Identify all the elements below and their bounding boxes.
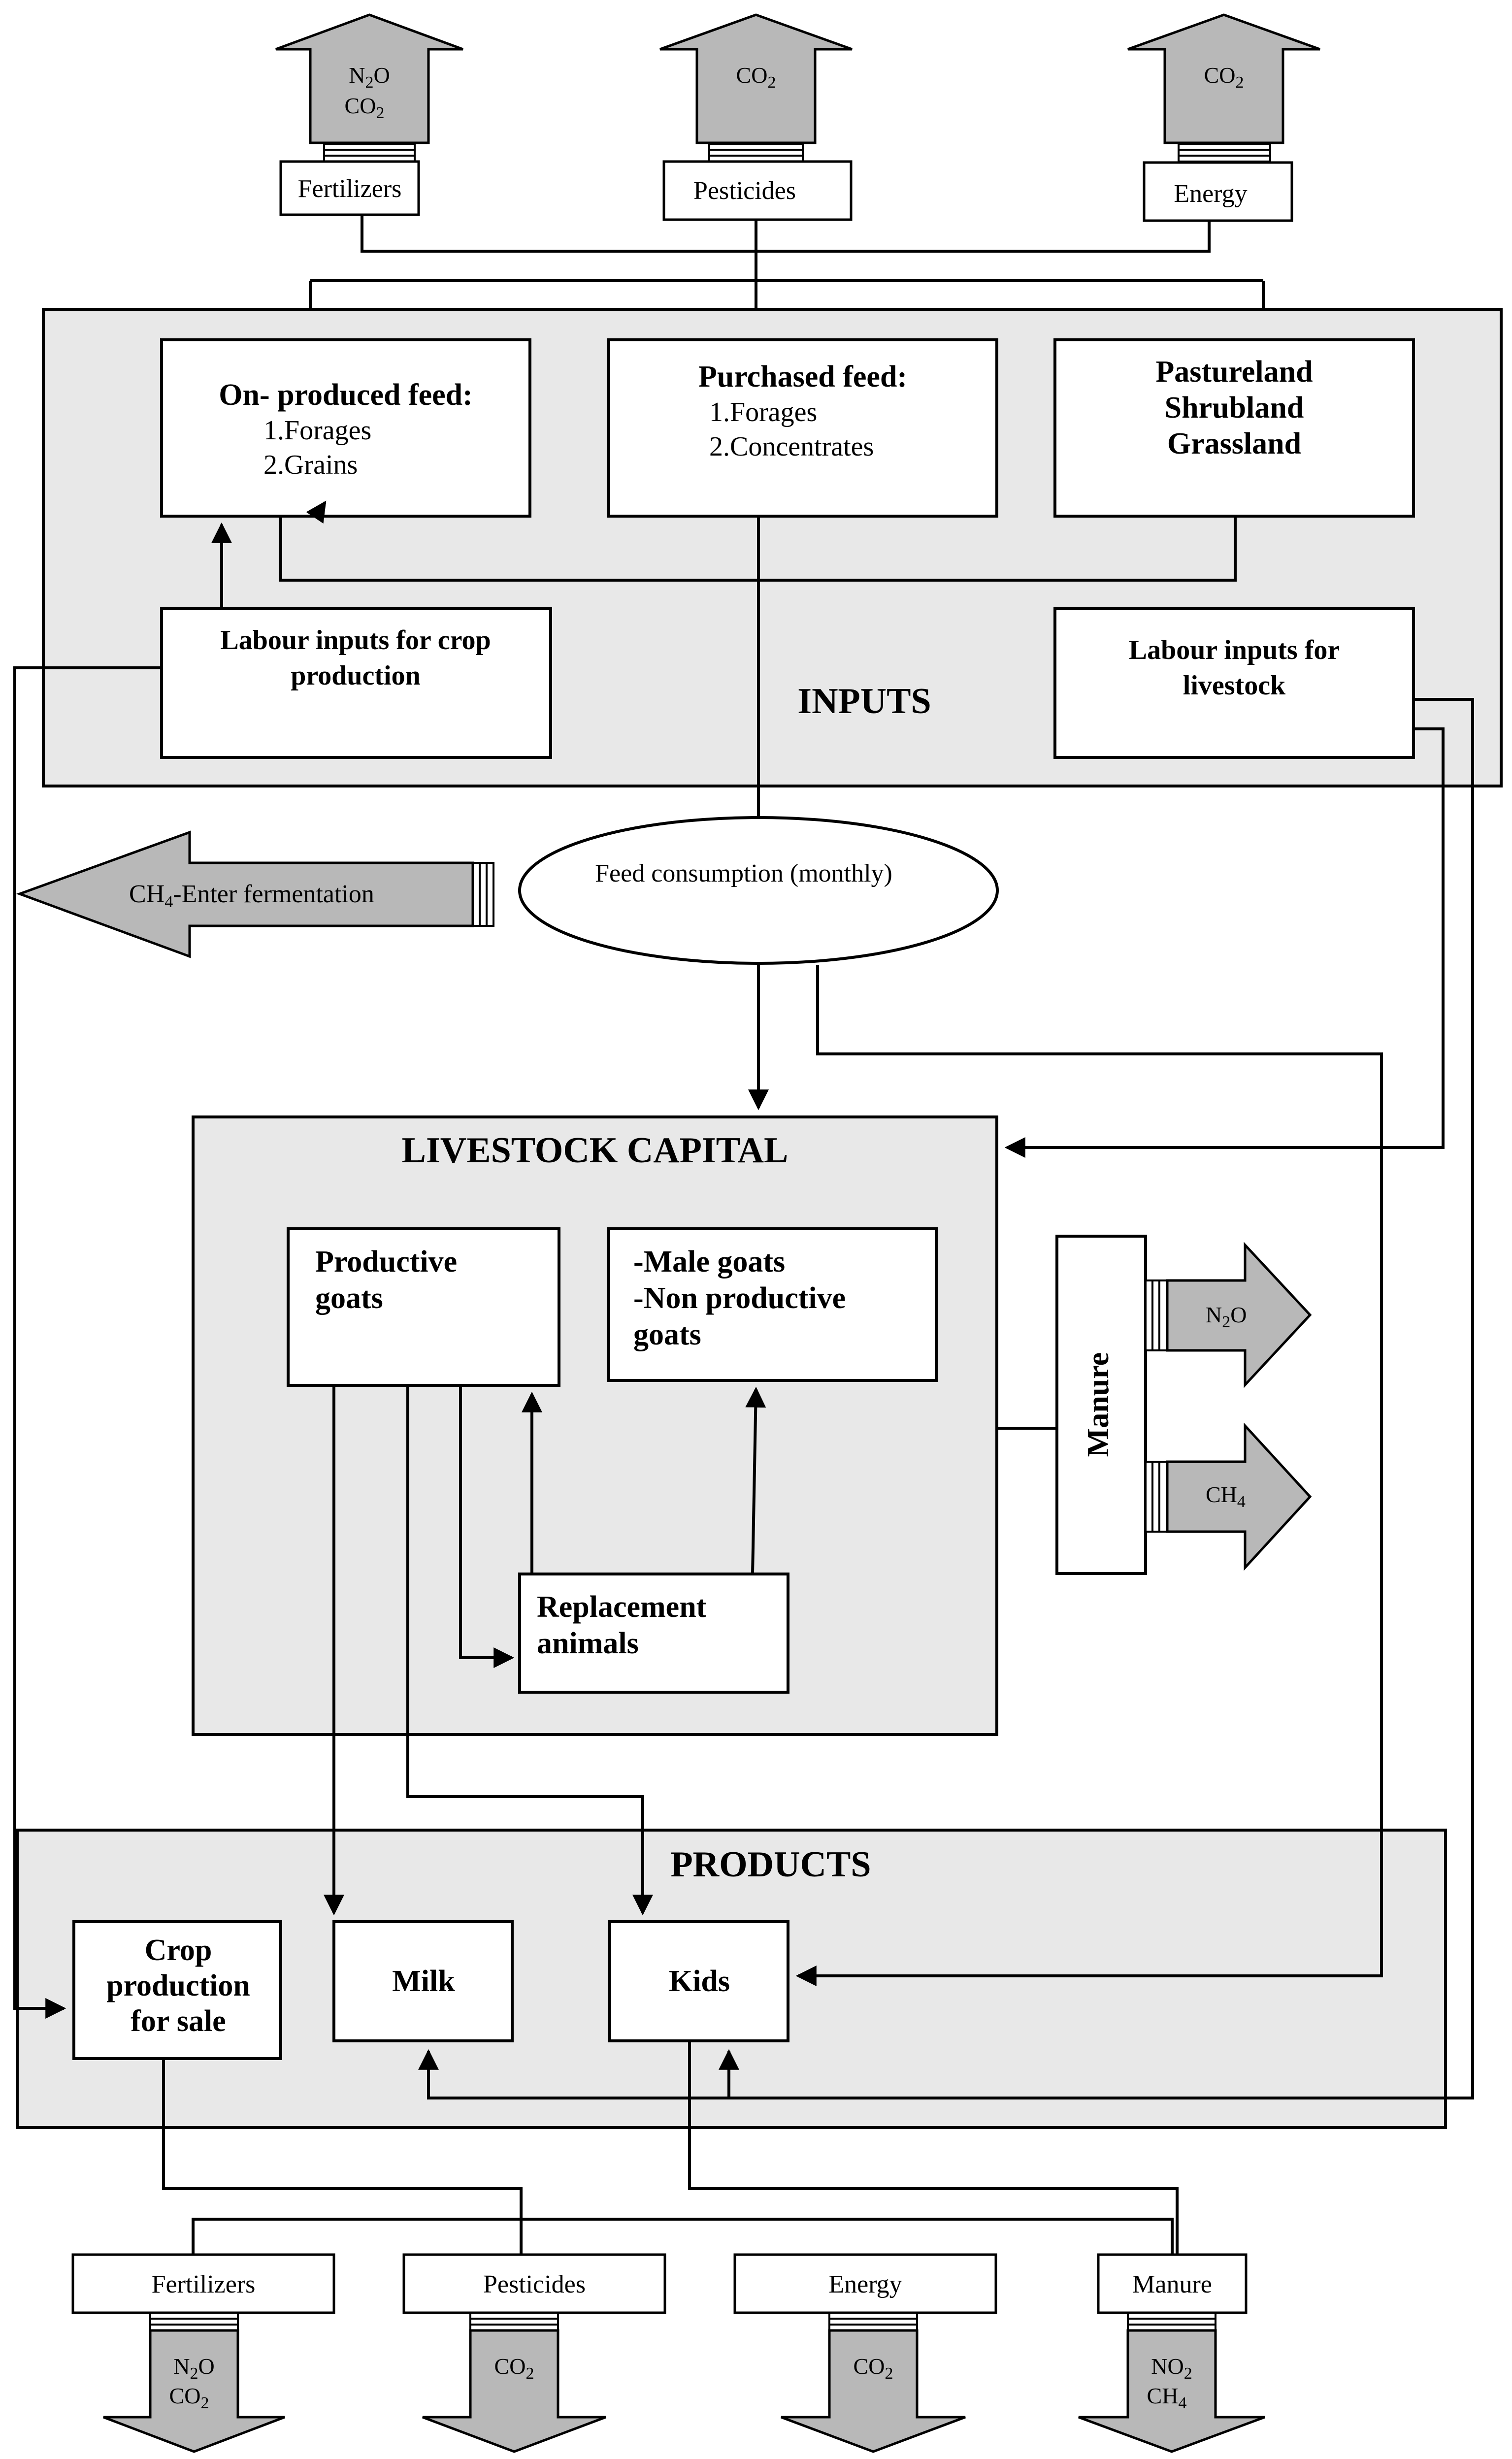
grassland-label: Grassland xyxy=(1167,427,1301,460)
labour-crop-label-1: Labour inputs for crop xyxy=(220,625,491,656)
productive-goats-label-2: goats xyxy=(315,1281,383,1315)
feed-consumption-label: Feed consumption (monthly) xyxy=(595,859,892,887)
crop-production-box xyxy=(72,1920,282,2060)
top-pesticides-label: Pesticides xyxy=(693,177,796,205)
inputs-connectors xyxy=(211,500,1237,837)
manure-box xyxy=(1055,1235,1147,1575)
replacement-animals-box xyxy=(518,1573,789,1694)
on-produced-feed-item-1: 1.Forages xyxy=(263,415,371,446)
labour-livestock-label-1: Labour inputs for xyxy=(1129,635,1340,665)
labour-crop-label-2: production xyxy=(291,660,420,691)
manure-n2o-gas: N2O xyxy=(1206,1302,1247,1331)
top-fertilizers-label: Fertilizers xyxy=(298,175,402,203)
manure-label: Manure xyxy=(1082,1352,1115,1457)
ch4-enteric-label: CH4-Enter fermentation xyxy=(129,880,374,911)
male-goats-label-2: -Non productive xyxy=(633,1281,846,1315)
bottom-energy-label: Energy xyxy=(828,2270,902,2298)
bottom-manure-gas-1: NO2 xyxy=(1151,2354,1192,2383)
bottom-fertilizers-label: Fertilizers xyxy=(152,2270,256,2298)
male-goats-box xyxy=(607,1227,938,1382)
bottom-pesticides-box xyxy=(402,2253,666,2314)
products-section-label: PRODUCTS xyxy=(670,1844,871,1885)
bottom-pesticide-gas: CO2 xyxy=(494,2354,534,2383)
on-produced-feed-box xyxy=(160,338,531,518)
crop-production-label-2: production xyxy=(106,1969,250,2002)
productive-goats-box xyxy=(287,1227,560,1387)
productive-goats-label-1: Productive xyxy=(315,1245,457,1279)
purchased-feed-item-1: 1.Forages xyxy=(709,397,817,427)
ch4-enteric-arrow: CH4-Enter fermentation xyxy=(16,830,494,958)
kids-label: Kids xyxy=(669,1965,730,1998)
top-energy-label: Energy xyxy=(1174,180,1247,208)
on-produced-feed-title: On- produced feed: xyxy=(219,378,473,412)
purchased-feed-item-2: 2.Concentrates xyxy=(709,431,874,462)
bottom-fertilizer-emission-arrow: N2O CO2 xyxy=(103,2312,285,2453)
top-energy-emission-arrow: CO2 xyxy=(1127,13,1320,163)
purchased-feed-box xyxy=(607,338,998,518)
labour-livestock-label-2: livestock xyxy=(1183,670,1286,701)
crop-production-label-1: Crop xyxy=(145,1934,212,1967)
feed-consumption-ellipse xyxy=(518,816,999,965)
manure-n2o-arrow: N2O xyxy=(1145,1242,1312,1388)
bottom-manure-emission-arrow: NO2 CH4 xyxy=(1078,2312,1265,2453)
male-goats-label-1: -Male goats xyxy=(633,1245,785,1279)
milk-label: Milk xyxy=(392,1965,455,1998)
bottom-energy-emission-arrow: CO2 xyxy=(781,2312,966,2453)
bottom-manure-box xyxy=(1097,2253,1248,2314)
bottom-energy-box xyxy=(733,2253,997,2314)
top-fertilizer-emission-arrow: N2O CO2 xyxy=(275,13,463,163)
labour-crop-box xyxy=(160,607,552,759)
shrubland-label: Shrubland xyxy=(1165,391,1304,425)
kids-box xyxy=(608,1920,789,2042)
top-energy-gas: CO2 xyxy=(1204,63,1244,92)
crop-production-label-3: for sale xyxy=(131,2004,226,2038)
labour-livestock-box xyxy=(1053,607,1415,759)
bottom-fertilizer-gas-1: N2O xyxy=(173,2354,214,2383)
top-pesticides-box xyxy=(662,160,853,221)
bottom-fertilizer-gas-2: CO2 xyxy=(169,2383,209,2412)
top-fertilizer-gas-2: CO2 xyxy=(345,93,385,122)
manure-ch4-gas: CH4 xyxy=(1206,1482,1246,1511)
top-pesticide-emission-arrow: CO2 xyxy=(659,13,853,163)
top-pesticide-gas: CO2 xyxy=(736,63,776,92)
on-produced-feed-item-2: 2.Grains xyxy=(263,450,358,480)
top-fertilizers-box xyxy=(279,160,420,216)
bottom-energy-gas: CO2 xyxy=(854,2354,893,2383)
milk-box xyxy=(332,1920,514,2042)
bottom-manure-label: Manure xyxy=(1132,2270,1212,2298)
bottom-pesticides-label: Pesticides xyxy=(483,2270,586,2298)
top-energy-box xyxy=(1143,161,1293,222)
replacement-animals-label-1: Replacement xyxy=(537,1590,707,1624)
male-goats-label-3: goats xyxy=(633,1318,701,1351)
bottom-manure-gas-2: CH4 xyxy=(1147,2383,1187,2412)
purchased-feed-title: Purchased feed: xyxy=(698,360,907,393)
main-flow-connectors xyxy=(13,666,1474,2255)
livestock-capital-label: LIVESTOCK CAPITAL xyxy=(402,1130,789,1171)
livestock-internal-connectors xyxy=(459,1385,766,1668)
pastureland-box xyxy=(1053,338,1415,518)
pastureland-label: Pastureland xyxy=(1155,355,1313,389)
inputs-section-label: INPUTS xyxy=(797,681,931,721)
bottom-pesticide-emission-arrow: CO2 xyxy=(422,2312,606,2453)
manure-ch4-arrow: CH4 xyxy=(1145,1422,1312,1571)
top-fertilizer-gas-1: N2O xyxy=(349,63,390,92)
replacement-animals-label-2: animals xyxy=(537,1627,639,1660)
